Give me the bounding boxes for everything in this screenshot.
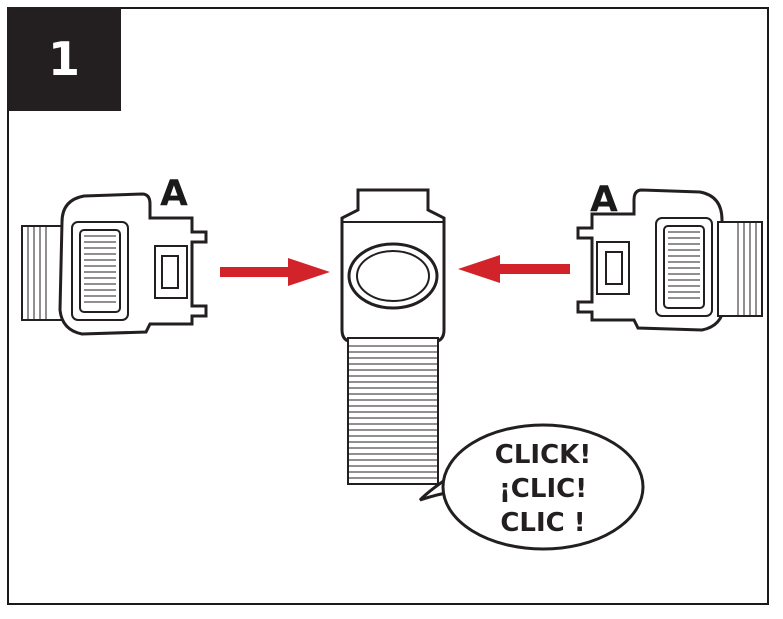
callout-text: CLICK! ¡CLIC! CLIC ! xyxy=(455,438,631,540)
center-buckle-receiver xyxy=(340,188,446,344)
callout-line-spanish: ¡CLIC! xyxy=(498,474,588,504)
step-number-badge: 1 xyxy=(7,7,121,111)
callout-line-french: CLIC ! xyxy=(500,508,586,538)
click-callout-bubble xyxy=(418,423,645,551)
right-clip-label: A xyxy=(590,179,618,220)
left-buckle-clip xyxy=(58,192,208,336)
left-clip-label: A xyxy=(160,173,188,214)
right-strap xyxy=(717,221,763,317)
right-arrow xyxy=(458,255,570,283)
callout-line-english: CLICK! xyxy=(494,440,592,470)
center-strap xyxy=(347,337,439,485)
right-buckle-clip xyxy=(576,188,726,332)
left-arrow xyxy=(220,258,330,286)
